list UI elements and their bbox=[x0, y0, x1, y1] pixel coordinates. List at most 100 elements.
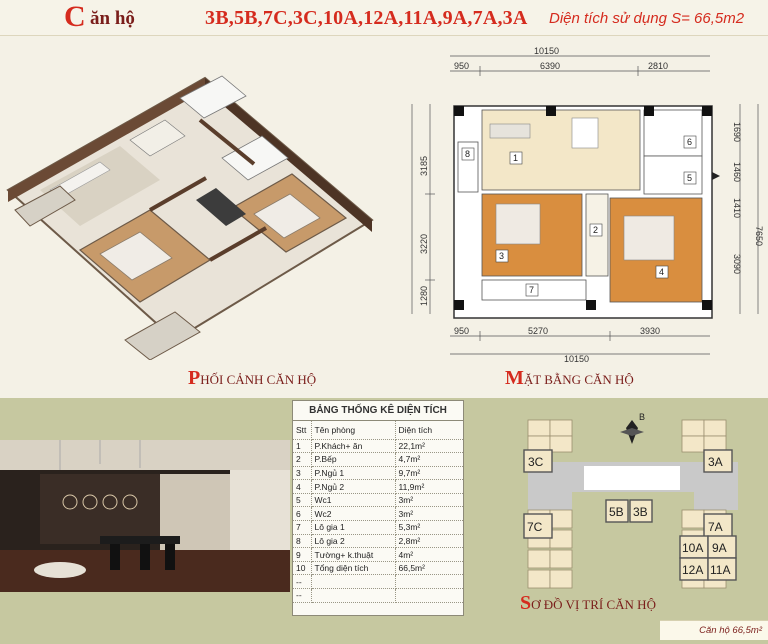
table-cell: Tổng diện tích bbox=[311, 561, 396, 576]
dim-bottom-total: 10150 bbox=[564, 354, 589, 364]
table-cell: 5,3m² bbox=[395, 520, 463, 535]
table-cell: -- bbox=[293, 588, 312, 603]
table-cell: P.Bếp bbox=[311, 452, 396, 467]
table-cell: 7 bbox=[293, 520, 312, 535]
dim-top-total: 10150 bbox=[534, 46, 559, 56]
table-row: -- bbox=[293, 588, 463, 603]
perspective-caption-text: HỐI CẢNH CĂN HỘ bbox=[200, 372, 317, 387]
table-cell: -- bbox=[293, 574, 312, 590]
table-cell: 2 bbox=[293, 452, 312, 467]
table-cell: 11,9m² bbox=[395, 479, 463, 494]
table-cell: 10 bbox=[293, 561, 312, 576]
dim-left-b: 3220 bbox=[419, 234, 429, 254]
compass-icon: B bbox=[620, 412, 645, 444]
col-header-room: Tên phòng bbox=[311, 421, 396, 440]
table-cell: P.Ngủ 1 bbox=[311, 466, 396, 481]
table-header-row: Stt Tên phòng Diện tích bbox=[293, 421, 463, 440]
col-header-area: Diện tích bbox=[395, 421, 463, 440]
unit-label-10a: 10A bbox=[682, 541, 703, 555]
table-cell: Lô gia 1 bbox=[311, 520, 396, 535]
table-cell bbox=[311, 588, 396, 603]
dim-left-c: 1280 bbox=[419, 286, 429, 306]
dim-bottom-a: 950 bbox=[454, 326, 469, 336]
unit-label-3c: 3C bbox=[528, 455, 544, 469]
dim-right-total: 7650 bbox=[754, 226, 764, 246]
dim-bottom-c: 3930 bbox=[640, 326, 660, 336]
interior-photo bbox=[0, 440, 290, 592]
room-tag-2: 2 bbox=[593, 225, 598, 235]
dim-left-total: 7685 bbox=[410, 212, 411, 232]
dim-bottom-b: 5270 bbox=[528, 326, 548, 336]
usable-area: Diện tích sử dụng S= 66,5m2 bbox=[549, 10, 745, 27]
dim-right-b: 1460 bbox=[732, 162, 742, 182]
unit-list: 3B,5B,7C,3C,10A,12A,11A,9A,7A,3A bbox=[205, 7, 528, 29]
table-cell: 9 bbox=[293, 547, 312, 562]
table-cell: 2,8m² bbox=[395, 534, 463, 549]
unit-label-11a: 11A bbox=[710, 563, 730, 577]
site-map-caption-initial: S bbox=[520, 592, 532, 614]
unit-label-7c: 7C bbox=[527, 520, 543, 534]
perspective-caption-initial: P bbox=[188, 367, 201, 389]
table-cell: 3m² bbox=[395, 493, 463, 508]
table-cell: 6 bbox=[293, 506, 312, 522]
table-cell: 8 bbox=[293, 534, 312, 549]
unit-label-9a: 9A bbox=[712, 541, 727, 555]
site-map-caption: SƠ ĐỒ VỊ TRÍ CĂN HỘ bbox=[520, 592, 656, 615]
table-cell: 66,5m² bbox=[395, 561, 463, 576]
floor-plan-caption: MẶT BẰNG CĂN HỘ bbox=[505, 367, 634, 390]
perspective-caption: PHỐI CẢNH CĂN HỘ bbox=[188, 367, 316, 390]
page-header bbox=[0, 0, 768, 36]
table-cell: 3m² bbox=[395, 506, 463, 522]
table-cell: 3 bbox=[293, 466, 312, 481]
entrance-arrow-icon bbox=[712, 172, 720, 180]
table-cell: P.Ngủ 2 bbox=[311, 479, 396, 494]
table-cell bbox=[395, 588, 463, 603]
table-cell: 1 bbox=[293, 439, 312, 454]
apartment-perspective-render bbox=[6, 75, 374, 360]
table-cell: Tường+ k.thuật bbox=[311, 547, 396, 562]
table-title: BẢNG THỐNG KÊ DIỆN TÍCH bbox=[293, 401, 463, 421]
table-cell bbox=[395, 574, 463, 590]
unit-label-12a: 12A bbox=[682, 563, 703, 577]
floor-plan-drawing: 10150 950 6390 2810 950 5270 3930 10150 … bbox=[410, 46, 764, 364]
site-location-map: 3C 3A 5B 3B 7C 7A 10A 9A 12A 11A B bbox=[523, 412, 738, 589]
unit-label-3a: 3A bbox=[708, 455, 723, 469]
room-tag-1: 1 bbox=[513, 153, 518, 163]
title-text: ăn hộ bbox=[90, 8, 135, 29]
table-cell: 4m² bbox=[395, 547, 463, 562]
room-tag-3: 3 bbox=[499, 251, 504, 261]
site-map-caption-text: Ơ ĐỒ VỊ TRÍ CĂN HỘ bbox=[531, 597, 656, 612]
unit-label-7a: 7A bbox=[708, 520, 723, 534]
dim-right-d: 3090 bbox=[732, 254, 742, 274]
table-cell: P.Khách+ ăn bbox=[311, 439, 396, 454]
north-label: B bbox=[639, 412, 645, 422]
floor-plan-caption-text: ẶT BẰNG CĂN HỘ bbox=[523, 372, 634, 387]
table-cell: 5 bbox=[293, 493, 312, 508]
dim-right-a: 1690 bbox=[732, 122, 742, 142]
table-cell: 9,7m² bbox=[395, 466, 463, 481]
unit-label-5b: 5B bbox=[609, 505, 624, 519]
room-tag-7: 7 bbox=[529, 285, 534, 295]
dim-right-c: 1410 bbox=[732, 198, 742, 218]
room-tag-6: 6 bbox=[687, 137, 692, 147]
table-cell: Wc2 bbox=[311, 506, 396, 522]
table-cell bbox=[311, 574, 396, 590]
table-cell: 22,1m² bbox=[395, 439, 463, 454]
plan-body bbox=[453, 105, 713, 319]
room-tag-8: 8 bbox=[465, 149, 470, 159]
table-cell: Lô gia 2 bbox=[311, 534, 396, 549]
table-cell: 4,7m² bbox=[395, 452, 463, 467]
room-tag-4: 4 bbox=[659, 267, 664, 277]
dim-top-c: 2810 bbox=[648, 61, 668, 71]
unit-label-3b: 3B bbox=[633, 505, 648, 519]
area-statistics-table: BẢNG THỐNG KÊ DIỆN TÍCH Stt Tên phòng Di… bbox=[292, 400, 464, 616]
